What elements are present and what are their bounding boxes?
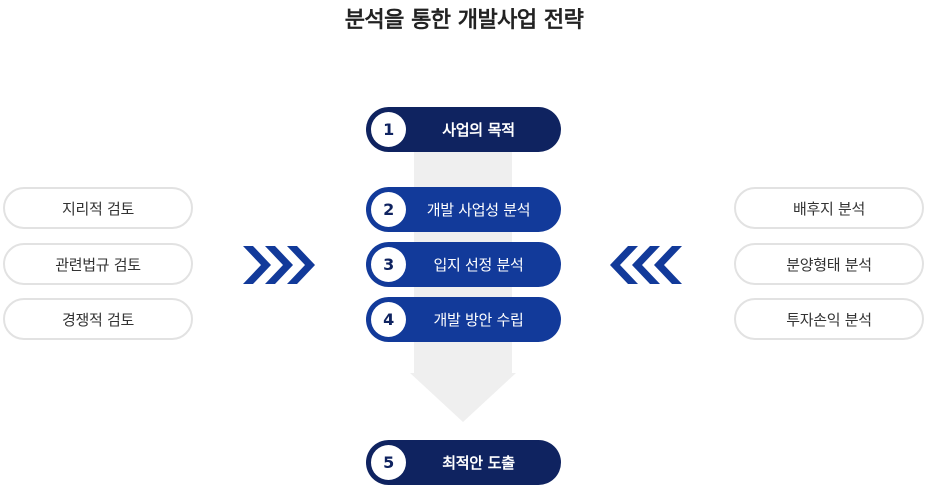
step-label: 개발 방안 수립 xyxy=(433,311,524,329)
step-5: 5 최적안 도출 xyxy=(366,440,561,485)
step-label: 입지 선정 분석 xyxy=(433,256,524,274)
diagram-title: 분석을 통한 개발사업 전략 xyxy=(344,8,584,33)
left-item-geographic: 지리적 검토 xyxy=(3,187,193,229)
left-item-competition: 경쟁적 검토 xyxy=(3,298,193,340)
right-item-hinterland: 배후지 분석 xyxy=(734,187,924,229)
chevrons-left-icon xyxy=(610,246,682,284)
step-1: 1 사업의 목적 xyxy=(366,107,561,152)
step-number: 2 xyxy=(371,192,406,227)
left-item-regulations: 관련법규 검토 xyxy=(3,243,193,285)
step-number: 5 xyxy=(371,445,406,480)
step-label: 개발 사업성 분석 xyxy=(426,201,531,219)
right-item-investment: 투자손익 분석 xyxy=(734,298,924,340)
right-item-sales-type: 분양형태 분석 xyxy=(734,243,924,285)
step-3: 3 입지 선정 분석 xyxy=(366,242,561,287)
step-2: 2 개발 사업성 분석 xyxy=(366,187,561,232)
step-label: 사업의 목적 xyxy=(442,121,515,139)
step-number: 3 xyxy=(371,247,406,282)
step-number: 1 xyxy=(371,112,406,147)
chevrons-right-icon xyxy=(243,246,315,284)
step-4: 4 개발 방안 수립 xyxy=(366,297,561,342)
step-number: 4 xyxy=(371,302,406,337)
step-label: 최적안 도출 xyxy=(442,454,515,472)
